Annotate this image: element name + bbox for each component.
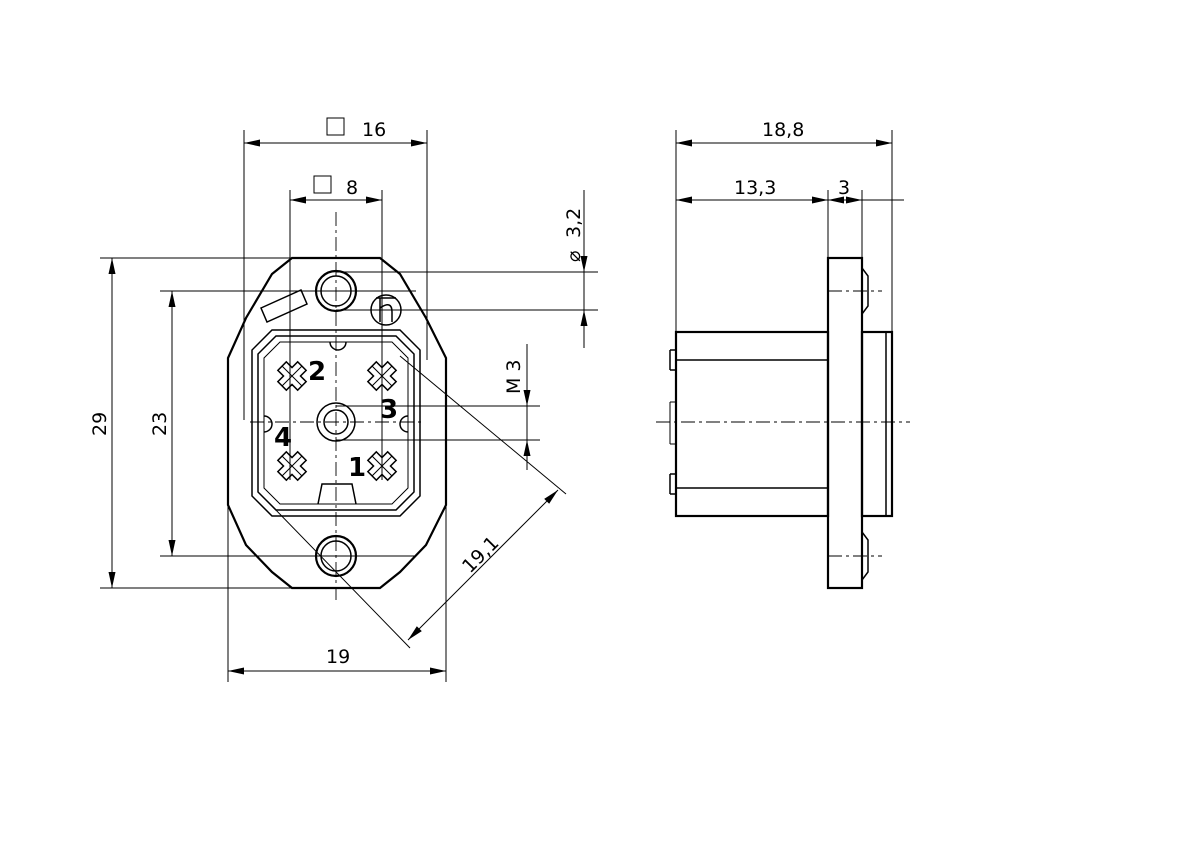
side-flange xyxy=(826,256,864,590)
dim-total-length: 18,8 xyxy=(675,119,893,332)
center-screw-inner xyxy=(323,409,349,435)
pin-label-2: 2 xyxy=(308,357,326,387)
dim-width-19: 19 xyxy=(227,505,447,682)
front-view: 2 3 4 1 16 8 xyxy=(89,117,598,682)
front-insert-outer xyxy=(251,329,421,517)
bottom-key xyxy=(317,483,357,505)
dim-height-23-value: 23 xyxy=(149,412,171,436)
front-flange-outline xyxy=(226,256,448,590)
pin-contact-4 xyxy=(276,450,308,482)
dim-height-29-value: 29 xyxy=(89,412,111,436)
pin-label-3: 3 xyxy=(380,395,398,425)
right-notch xyxy=(399,415,409,433)
dim-diagonal-value: 19,1 xyxy=(458,532,503,577)
dim-flange-thickness-value: 3 xyxy=(838,177,850,199)
dim-body-length: 13,3 xyxy=(676,177,829,258)
dim-hole-diameter-value: 3,2 xyxy=(563,208,585,238)
label-plate xyxy=(260,289,308,323)
side-flange-tab-bottom xyxy=(861,531,869,581)
dim-square-16: 16 xyxy=(243,117,428,420)
square-symbol-icon xyxy=(313,175,332,194)
dim-total-length-value: 18,8 xyxy=(762,119,804,141)
dim-square-8-value: 8 xyxy=(346,177,358,199)
square-symbol-icon xyxy=(326,117,345,136)
dim-diagonal: 19,1 xyxy=(271,355,567,649)
dim-thread: M 3 xyxy=(336,344,540,470)
side-flange-tab-top xyxy=(861,267,869,315)
dim-height-23: 23 xyxy=(149,290,416,557)
dim-height-29: 29 xyxy=(89,257,336,589)
side-rear-plate xyxy=(860,330,894,518)
diameter-symbol-icon: ⌀ xyxy=(563,251,585,262)
dim-flange-thickness: 3 xyxy=(828,177,904,258)
dim-thread-value: M 3 xyxy=(503,359,525,394)
front-insert-inner xyxy=(257,335,415,511)
dim-width-19-value: 19 xyxy=(326,646,350,668)
dim-body-length-value: 13,3 xyxy=(734,177,776,199)
pin-label-1: 1 xyxy=(348,453,366,483)
dim-square-16-value: 16 xyxy=(362,119,386,141)
pin-contact-2 xyxy=(276,360,308,392)
dim-square-8: 8 xyxy=(289,175,383,480)
left-notch xyxy=(263,415,273,433)
top-notch xyxy=(329,341,347,351)
front-insert-face xyxy=(263,341,409,505)
dim-hole-diameter: ⌀ 3,2 xyxy=(336,190,598,348)
pin-label-4: 4 xyxy=(274,423,292,453)
side-view: 18,8 13,3 3 xyxy=(656,119,910,590)
